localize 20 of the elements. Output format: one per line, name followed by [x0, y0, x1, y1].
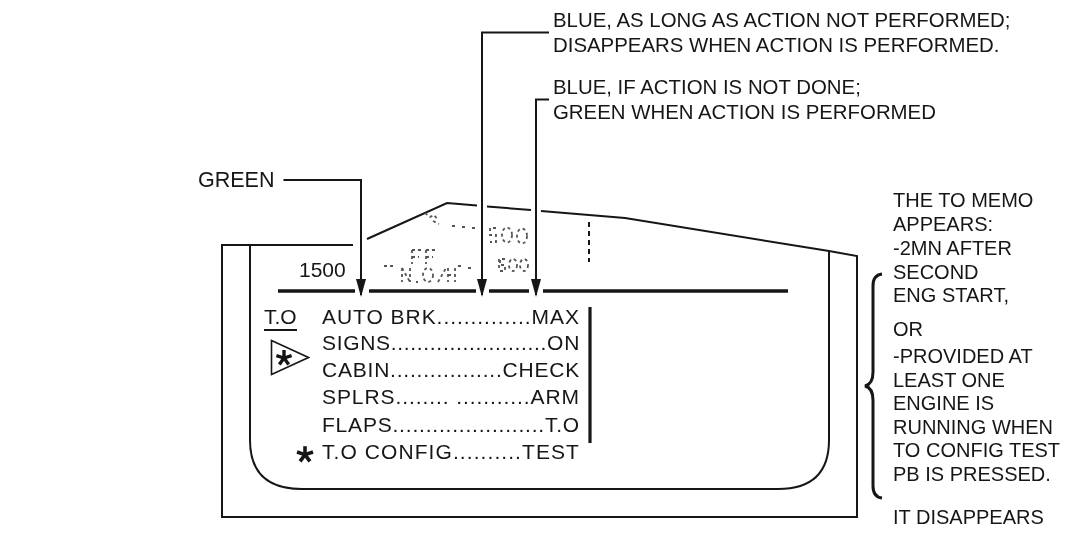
leader-arrow	[477, 31, 550, 297]
callout-text: BLUE, IF ACTION IS NOT DONE; GREEN WHEN ACTION IS PERFORMED	[549, 75, 936, 124]
memo-line: SPLRS........ ...........ARM	[322, 385, 580, 409]
memo-line: CABIN.................CHECK	[322, 358, 580, 382]
note-text: -PROVIDED AT LEAST ONE ENGINE IS RUNNING WHEN TO CONFIG TEST PB IS PRESSED.	[893, 345, 1061, 486]
memo-line: FLAPS.......................T.O	[322, 413, 580, 437]
display-value: 1500	[299, 258, 346, 282]
memo-line: T.O CONFIG..........TEST	[322, 440, 580, 464]
note-text: OR	[893, 318, 924, 342]
note-text: THE TO MEMO APPEARS:	[893, 189, 1035, 236]
memo-line: AUTO BRK..............MAX	[322, 305, 580, 329]
callout-text: BLUE, AS LONG AS ACTION NOT PERFORMED; DISAPPEARS WHEN ACTION IS PERFORMED.	[549, 8, 1011, 57]
callout-text: GREEN	[198, 167, 284, 193]
display-screen	[221, 200, 859, 520]
note-text: -2MN AFTER SECOND ENG START,	[893, 237, 1013, 308]
note-text: IT DISAPPEARS	[893, 506, 1045, 530]
memo-line: SIGNS........................ON	[322, 331, 580, 355]
leader-arrow	[282, 179, 366, 297]
leader-arrow	[531, 98, 550, 297]
memo-title: T.O	[264, 305, 297, 331]
